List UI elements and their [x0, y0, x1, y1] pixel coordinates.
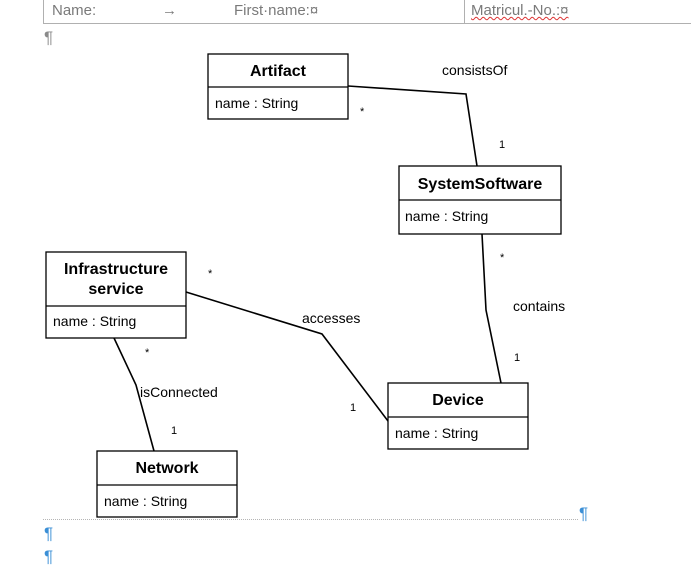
- class-device-title: Device: [432, 392, 484, 409]
- association-accesses-label: accesses: [302, 310, 360, 326]
- class-infrastructure-attribute: name : String: [53, 313, 136, 329]
- association-line-accesses: [185, 291, 389, 422]
- pilcrow-frame-anchor: ¶: [579, 504, 589, 523]
- name-label[interactable]: Name:: [52, 2, 97, 19]
- class-network-title: Network: [135, 460, 198, 477]
- pilcrow-line-1: ¶: [44, 524, 54, 543]
- association-consistsof-label: consistsOf: [442, 62, 507, 78]
- class-systemsoftware-attribute: name : String: [405, 208, 488, 224]
- tab-arrow: →: [162, 2, 177, 19]
- class-systemsoftware[interactable]: SystemSoftware name : String: [398, 165, 562, 235]
- class-artifact-title: Artifact: [250, 63, 307, 80]
- association-consistsof-to-multiplicity: 1: [499, 139, 505, 151]
- class-device-attribute: name : String: [395, 425, 478, 441]
- class-infrastructure-title-line1: Infrastructure: [64, 261, 168, 278]
- association-line-contains: [481, 233, 502, 384]
- header-table: [43, 0, 691, 24]
- association-isconnected-from-multiplicity: *: [145, 347, 150, 359]
- association-contains-to-multiplicity: 1: [514, 352, 520, 364]
- association-lines: [113, 85, 502, 452]
- association-accesses-to-multiplicity: 1: [350, 402, 356, 414]
- association-contains-from-multiplicity: *: [500, 252, 505, 264]
- association-accesses-from-multiplicity: *: [208, 268, 213, 280]
- matricul-label[interactable]: Matricul.-No.:¤: [471, 2, 569, 19]
- class-network-attribute: name : String: [104, 493, 187, 509]
- first-name-label[interactable]: First·name:¤: [234, 2, 319, 19]
- class-systemsoftware-title: SystemSoftware: [418, 176, 543, 193]
- association-line-isconnected: [113, 337, 155, 452]
- class-device[interactable]: Device name : String: [387, 382, 529, 450]
- header-cell-divider: [464, 0, 465, 24]
- pilcrow-line-2: ¶: [44, 547, 54, 566]
- pilcrow-top: ¶: [44, 28, 54, 47]
- class-infrastructure-service[interactable]: Infrastructure service name : String: [45, 251, 187, 339]
- frame-bottom-border: [43, 519, 578, 520]
- class-artifact-attribute: name : String: [215, 95, 298, 111]
- association-consistsof-from-multiplicity: *: [360, 106, 365, 118]
- association-contains-label: contains: [513, 298, 565, 314]
- association-isconnected-label: isConnected: [140, 384, 218, 400]
- association-isconnected-to-multiplicity: 1: [171, 425, 177, 437]
- class-artifact[interactable]: Artifact name : String: [207, 53, 349, 120]
- class-infrastructure-title-line2: service: [88, 281, 143, 298]
- association-line-consistsof: [347, 85, 478, 167]
- class-network[interactable]: Network name : String: [96, 450, 238, 518]
